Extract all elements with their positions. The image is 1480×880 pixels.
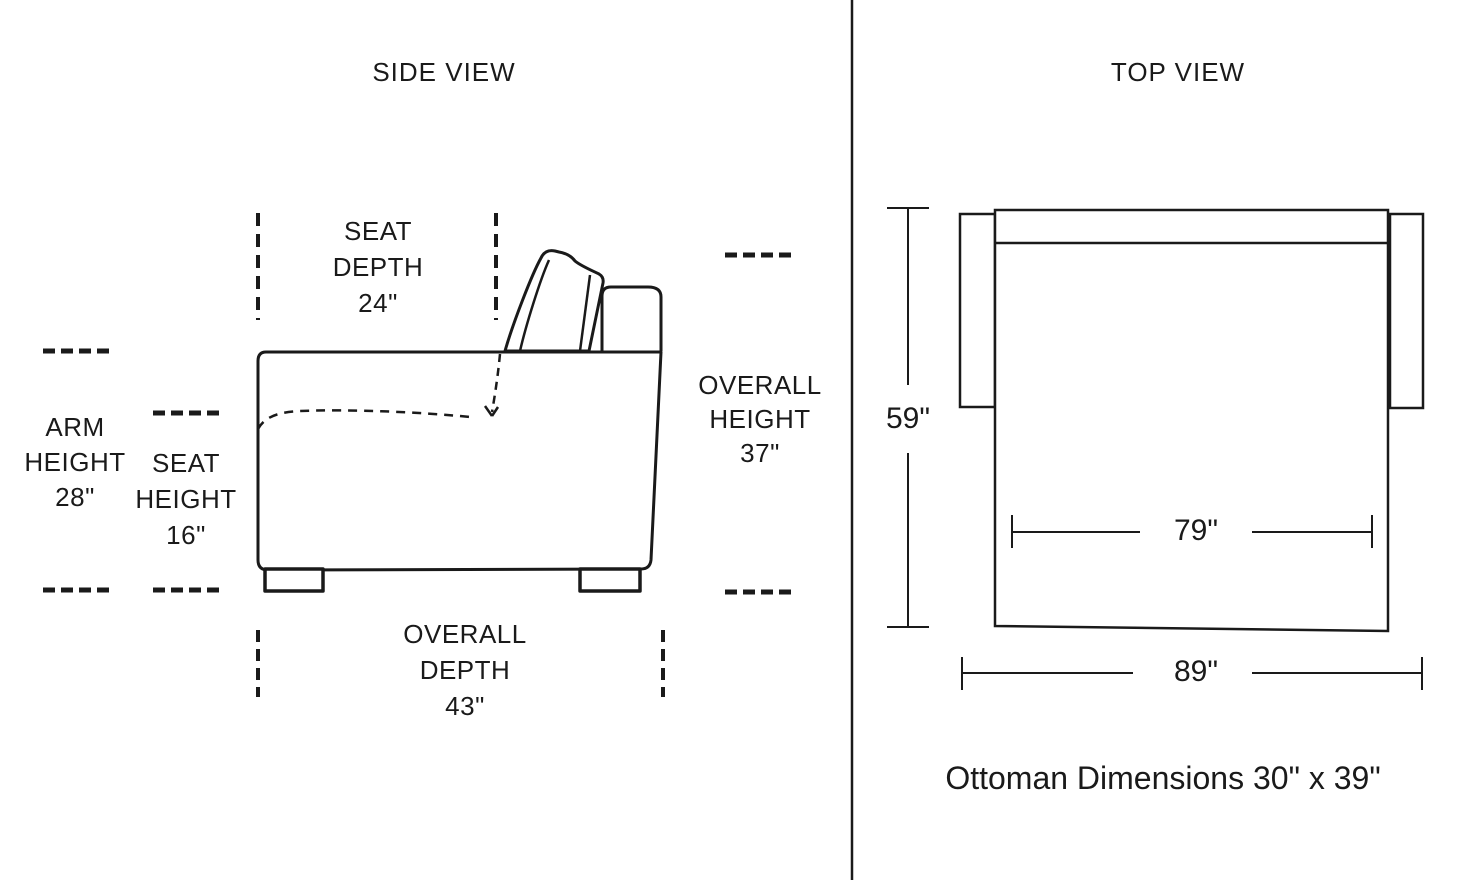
seat-depth-label-line2: DEPTH bbox=[332, 252, 424, 282]
top-view-left-armrest bbox=[958, 212, 997, 409]
arm-height-label-line2: HEIGHT bbox=[24, 447, 126, 477]
seat-height-label-line2: HEIGHT bbox=[135, 484, 237, 514]
side-view-drawing bbox=[43, 213, 791, 697]
seat-line-arrowhead bbox=[483, 405, 500, 417]
sofa-back-leg bbox=[578, 567, 642, 593]
overall-depth-label-value: 43" bbox=[445, 691, 485, 721]
height-reference-dashes bbox=[43, 252, 791, 595]
depth-dimension-59 bbox=[887, 207, 929, 628]
seat-depth-guides bbox=[256, 213, 498, 320]
seat-width-dimension-value: 79" bbox=[1173, 514, 1219, 547]
overall-height-label-value: 37" bbox=[740, 438, 780, 468]
seat-width-dimension-79 bbox=[1011, 515, 1373, 548]
top-view-right-armrest bbox=[1388, 212, 1425, 410]
side-view-title: SIDE VIEW bbox=[372, 57, 516, 87]
overall-height-label-line1: OVERALL bbox=[698, 370, 822, 400]
sofa-back-frame bbox=[600, 285, 663, 351]
seat-height-label-value: 16" bbox=[166, 520, 206, 550]
overall-depth-guides bbox=[256, 630, 665, 697]
seat-depth-label-line1: SEAT bbox=[344, 216, 412, 246]
top-view-body bbox=[993, 208, 1390, 633]
seat-hidden-dashed-line bbox=[256, 353, 502, 430]
sofa-body bbox=[256, 350, 663, 572]
sofa-back-cushion bbox=[503, 249, 605, 353]
overall-height-label-line2: HEIGHT bbox=[709, 404, 811, 434]
arm-height-label-line1: ARM bbox=[45, 412, 105, 442]
ottoman-dimensions-note: Ottoman Dimensions 30" x 39" bbox=[945, 760, 1381, 796]
sofa-legs bbox=[263, 567, 642, 593]
top-view-title: TOP VIEW bbox=[1110, 57, 1246, 87]
overall-depth-label-line2: DEPTH bbox=[419, 655, 511, 685]
arm-height-label-value: 28" bbox=[55, 482, 95, 512]
overall-width-dimension-value: 89" bbox=[1173, 655, 1219, 688]
seat-depth-label-value: 24" bbox=[358, 288, 398, 318]
sofa-front-leg bbox=[263, 567, 325, 593]
overall-width-dimension-89 bbox=[961, 657, 1423, 690]
top-view-drawing bbox=[887, 207, 1425, 690]
seat-height-label-line1: SEAT bbox=[152, 448, 220, 478]
overall-depth-label-line1: OVERALL bbox=[403, 619, 527, 649]
depth-dimension-value: 59" bbox=[885, 402, 931, 435]
